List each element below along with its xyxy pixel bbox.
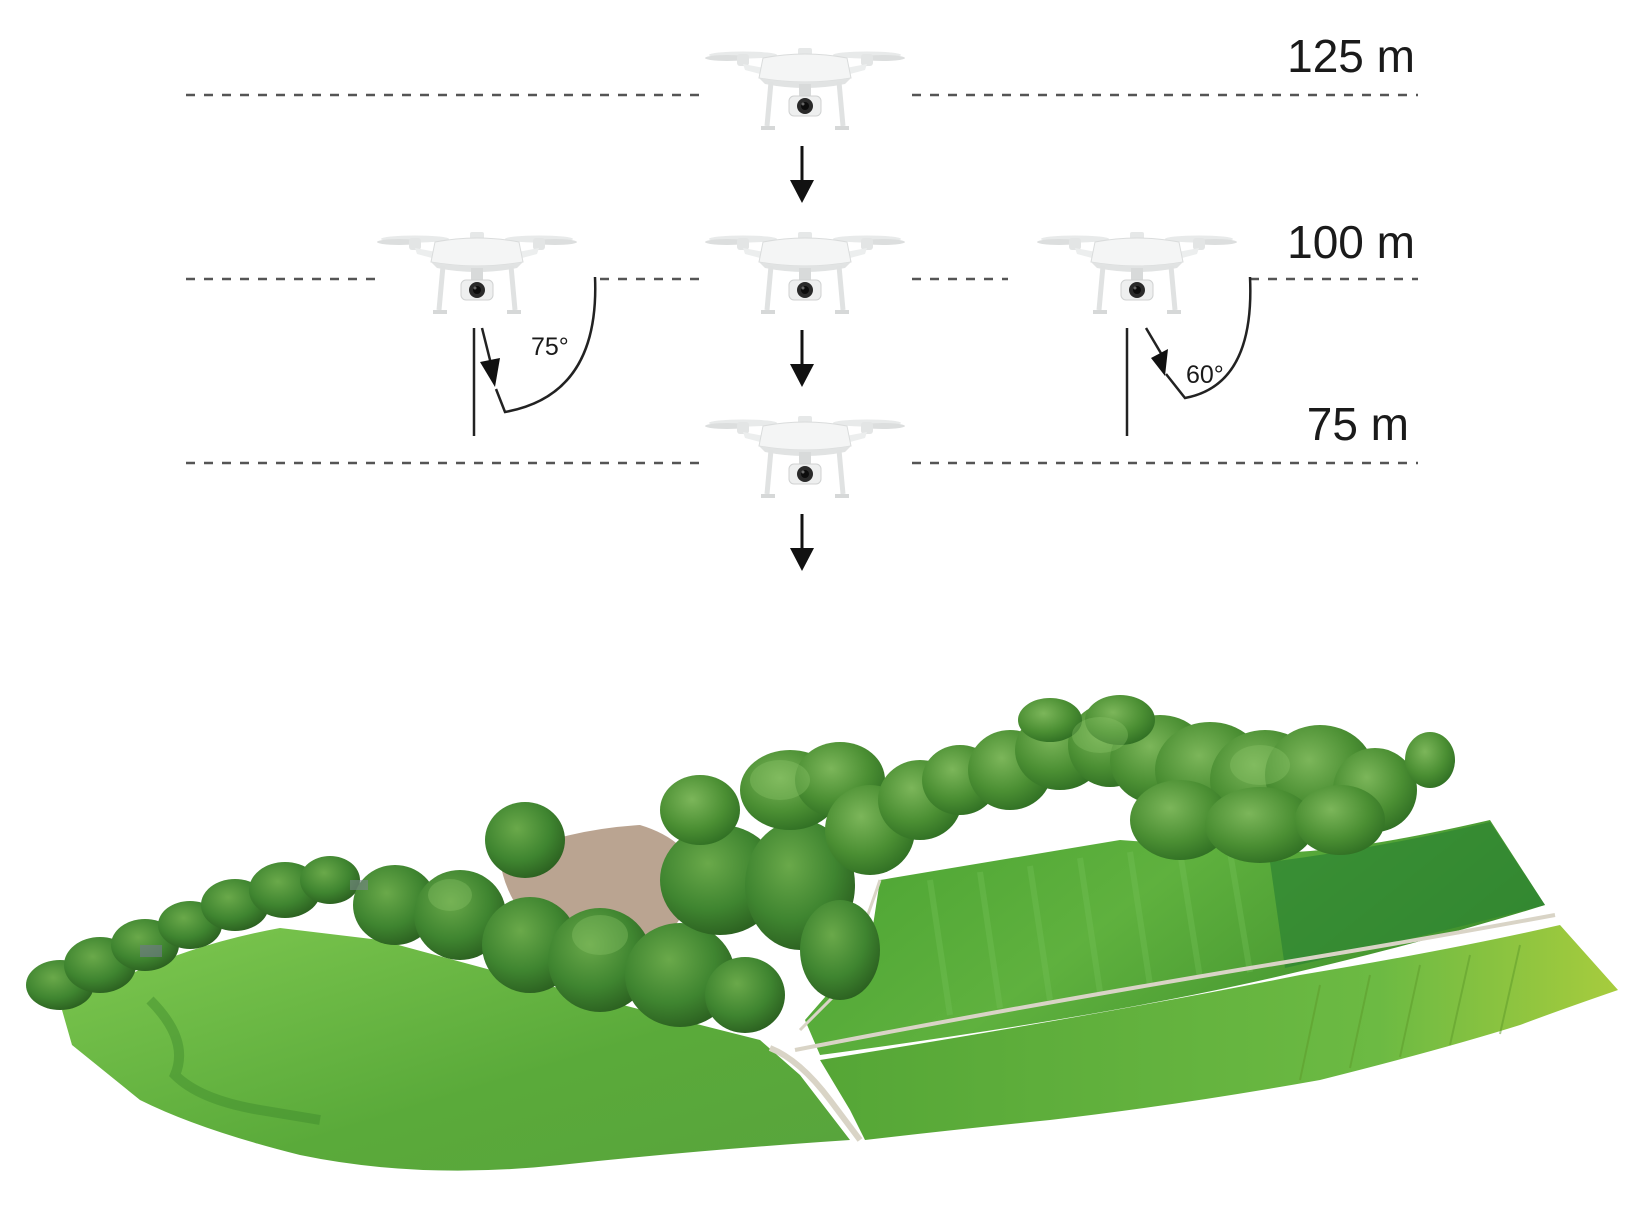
altitude-label-125: 125 m <box>1287 30 1415 82</box>
down-arrow-icon <box>790 330 814 387</box>
angle-label-75: 75° <box>531 333 569 361</box>
altitude-label-75: 75 m <box>1307 398 1409 450</box>
drone-icon <box>705 48 905 128</box>
drone-icon <box>377 232 577 312</box>
down-arrow-icon <box>790 146 814 203</box>
drone-icon <box>705 416 905 496</box>
altitude-label-100: 100 m <box>1287 216 1415 268</box>
angle-arc-icon <box>472 276 597 436</box>
terrain-3d-model <box>26 695 1618 1171</box>
angle-arc-icon <box>1125 276 1252 436</box>
down-arrow-icon <box>790 514 814 571</box>
drone-icon <box>1037 232 1237 312</box>
angle-label-60: 60° <box>1186 361 1224 389</box>
drone-icon <box>705 232 905 312</box>
